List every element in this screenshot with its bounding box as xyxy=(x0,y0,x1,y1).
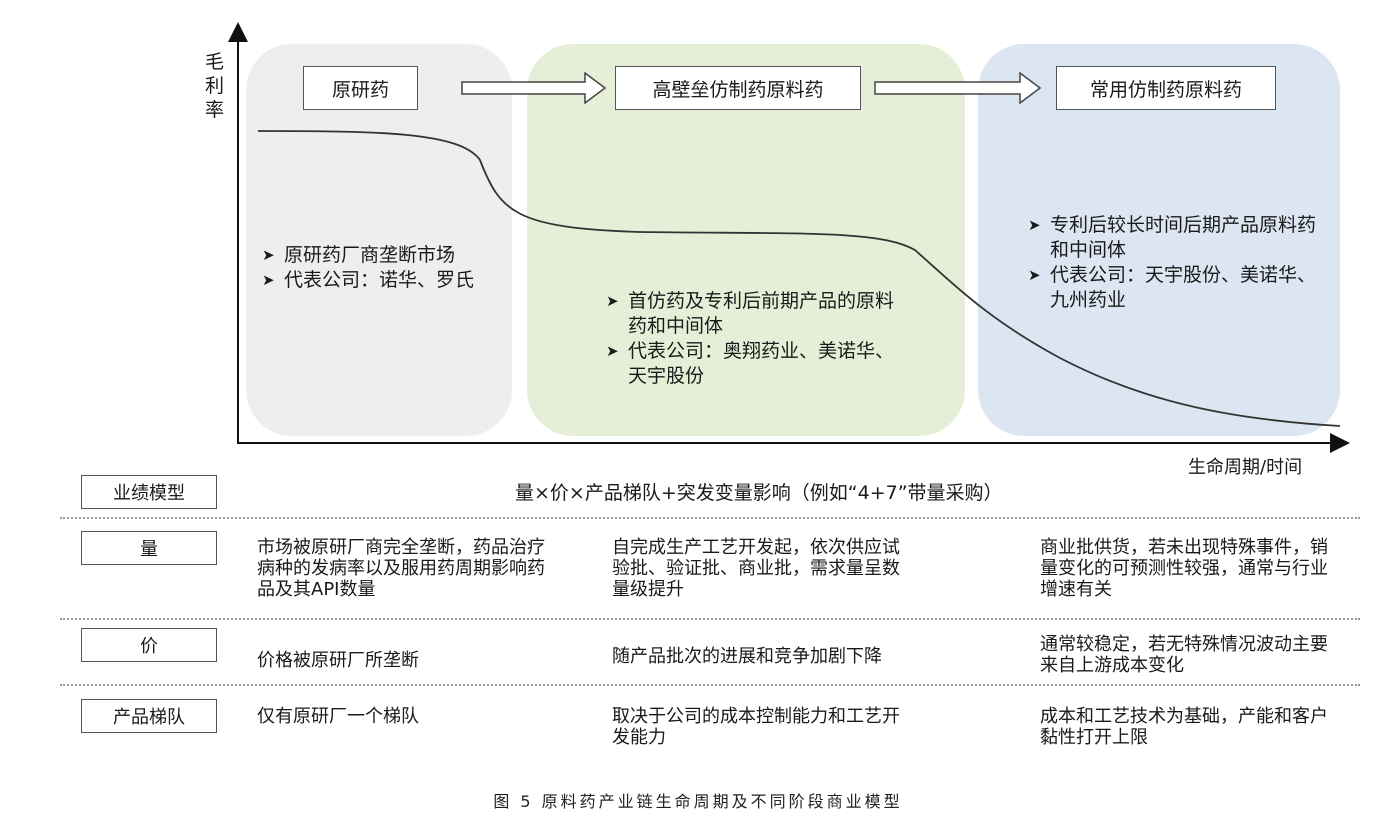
volume-cell-original: 市场被原研厂商完全垄断，药品治疗病种的发病率以及服用药周期影响药品及其API数量 xyxy=(257,537,545,600)
stage-box-high-barrier-generic-api: 高壁垒仿制药原料药 xyxy=(615,66,861,110)
product-tier-cell-common: 成本和工艺技术为基础，产能和客户黏性打开上限 xyxy=(1040,706,1328,748)
volume-cell-common: 商业批供货，若未出现特殊事件，销量变化的可预测性较强，通常与行业增速有关 xyxy=(1040,537,1328,600)
stage-notes-high-barrier-generic-api: 首仿药及专利后前期产品的原料药和中间体 代表公司：奥翔药业、美诺华、天宇股份 xyxy=(606,289,896,389)
price-cell-original: 价格被原研厂所垄断 xyxy=(257,650,419,671)
lifecycle-diagram xyxy=(228,22,1350,453)
product-tier-cell-original: 仅有原研厂一个梯队 xyxy=(257,706,419,727)
price-cell-high-barrier: 随产品批次的进展和竞争加剧下降 xyxy=(612,646,882,667)
stage-note: 原研药厂商垄断市场 xyxy=(262,243,502,268)
stage-arrow-2 xyxy=(874,71,1042,105)
performance-model-formula: 量×价×产品梯队+突发变量影响（例如“4+7”带量采购） xyxy=(515,482,1003,504)
stage-note: 代表公司：天宇股份、美诺华、九州药业 xyxy=(1028,263,1318,313)
row-label-performance-model: 业绩模型 xyxy=(81,475,217,509)
price-cell-common: 通常较稳定，若无特殊情况波动主要来自上游成本变化 xyxy=(1040,634,1328,676)
row-divider xyxy=(60,618,1360,620)
stage-notes-common-generic-api: 专利后较长时间后期产品原料药和中间体 代表公司：天宇股份、美诺华、九州药业 xyxy=(1028,213,1318,313)
stage-notes-original-drug: 原研药厂商垄断市场 代表公司：诺华、罗氏 xyxy=(262,243,502,293)
row-label-price: 价 xyxy=(81,628,217,662)
row-label-product-tier: 产品梯队 xyxy=(81,699,217,733)
y-axis-label-char: 率 xyxy=(205,99,225,121)
stage-note: 首仿药及专利后前期产品的原料药和中间体 xyxy=(606,289,896,339)
y-axis-label-char: 毛 xyxy=(205,51,225,73)
stage-note: 专利后较长时间后期产品原料药和中间体 xyxy=(1028,213,1318,263)
figure-caption: 图 5 原料药产业链生命周期及不同阶段商业模型 xyxy=(493,792,903,811)
x-axis-label: 生命周期/时间 xyxy=(1188,457,1303,478)
stage-arrow-1 xyxy=(461,71,607,105)
stage-note: 代表公司：奥翔药业、美诺华、天宇股份 xyxy=(606,339,896,389)
row-divider xyxy=(60,517,1360,519)
row-label-volume: 量 xyxy=(81,531,217,565)
stage-box-common-generic-api: 常用仿制药原料药 xyxy=(1056,66,1276,110)
row-divider xyxy=(60,684,1360,686)
stage-box-original-drug: 原研药 xyxy=(303,66,418,110)
stage-note: 代表公司：诺华、罗氏 xyxy=(262,268,502,293)
product-tier-cell-high-barrier: 取决于公司的成本控制能力和工艺开发能力 xyxy=(612,706,900,748)
y-axis-label-char: 利 xyxy=(205,75,225,97)
volume-cell-high-barrier: 自完成生产工艺开发起，依次供应试验批、验证批、商业批，需求量呈数量级提升 xyxy=(612,537,900,600)
gross-margin-curve xyxy=(257,130,1341,427)
